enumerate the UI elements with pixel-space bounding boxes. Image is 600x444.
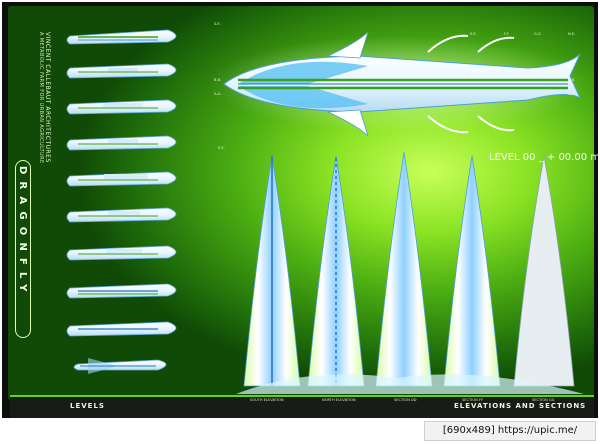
image-frame: VINCENT CALLEBAUT ARCHITECTURES A METABO… [2, 2, 598, 418]
level-plans [66, 29, 177, 374]
elevation-label: SOUTH ELEVATION [250, 398, 284, 402]
level-heading: LEVEL 00 _ + 00.00 m [489, 152, 598, 163]
plan-label: F.F. [504, 32, 510, 36]
elevation-label: SECTION GG [532, 398, 555, 402]
section-dd-tower [375, 151, 433, 387]
section-ff-tower [443, 155, 501, 387]
image-source-caption: [690x489] https://upic.me/ [424, 421, 596, 441]
level-plan-4 [66, 135, 177, 151]
level-plan-5 [66, 171, 177, 187]
plan-label: E.E. [470, 32, 477, 36]
level-plan-10 [73, 358, 167, 374]
level-plan-7 [66, 245, 177, 261]
level-plan-2 [66, 63, 177, 79]
level-plan-6 [66, 207, 177, 223]
level-plan-1 [66, 29, 177, 45]
plan-label: S.E. [214, 22, 221, 26]
main-level-plan [208, 31, 588, 137]
elevation-label: NORTH ELEVATION [322, 398, 356, 402]
plan-label: B.B. [214, 78, 222, 82]
presentation-board: VINCENT CALLEBAUT ARCHITECTURES A METABO… [8, 6, 598, 400]
plan-label: G.G. [534, 32, 542, 36]
north-elevation-tower [307, 155, 365, 387]
elevations [236, 151, 584, 394]
elevation-label: SECTION DD [394, 398, 417, 402]
plan-label: E.E. [218, 146, 225, 150]
plan-label: A.A. [568, 92, 576, 96]
plan-label: N.E. [568, 32, 576, 36]
level-plan-9 [66, 321, 177, 337]
elevation-label: SECTION FF [462, 398, 484, 402]
plan-label: B.B. [568, 78, 576, 82]
bottom-bar: LEVELS SOUTH ELEVATION NORTH ELEVATION S… [10, 395, 594, 418]
elevations-sections-label: ELEVATIONS AND SECTIONS [454, 402, 587, 410]
dragonfly-logo: DRAGONFLY [15, 160, 31, 338]
drawings-layer [66, 29, 588, 394]
levels-label: LEVELS [70, 402, 105, 410]
plan-label: A.A. [214, 92, 222, 96]
section-gg-tower [513, 155, 575, 387]
bottom-bar-edge [10, 395, 594, 397]
level-plan-8 [66, 283, 177, 299]
level-plan-3 [66, 99, 177, 115]
